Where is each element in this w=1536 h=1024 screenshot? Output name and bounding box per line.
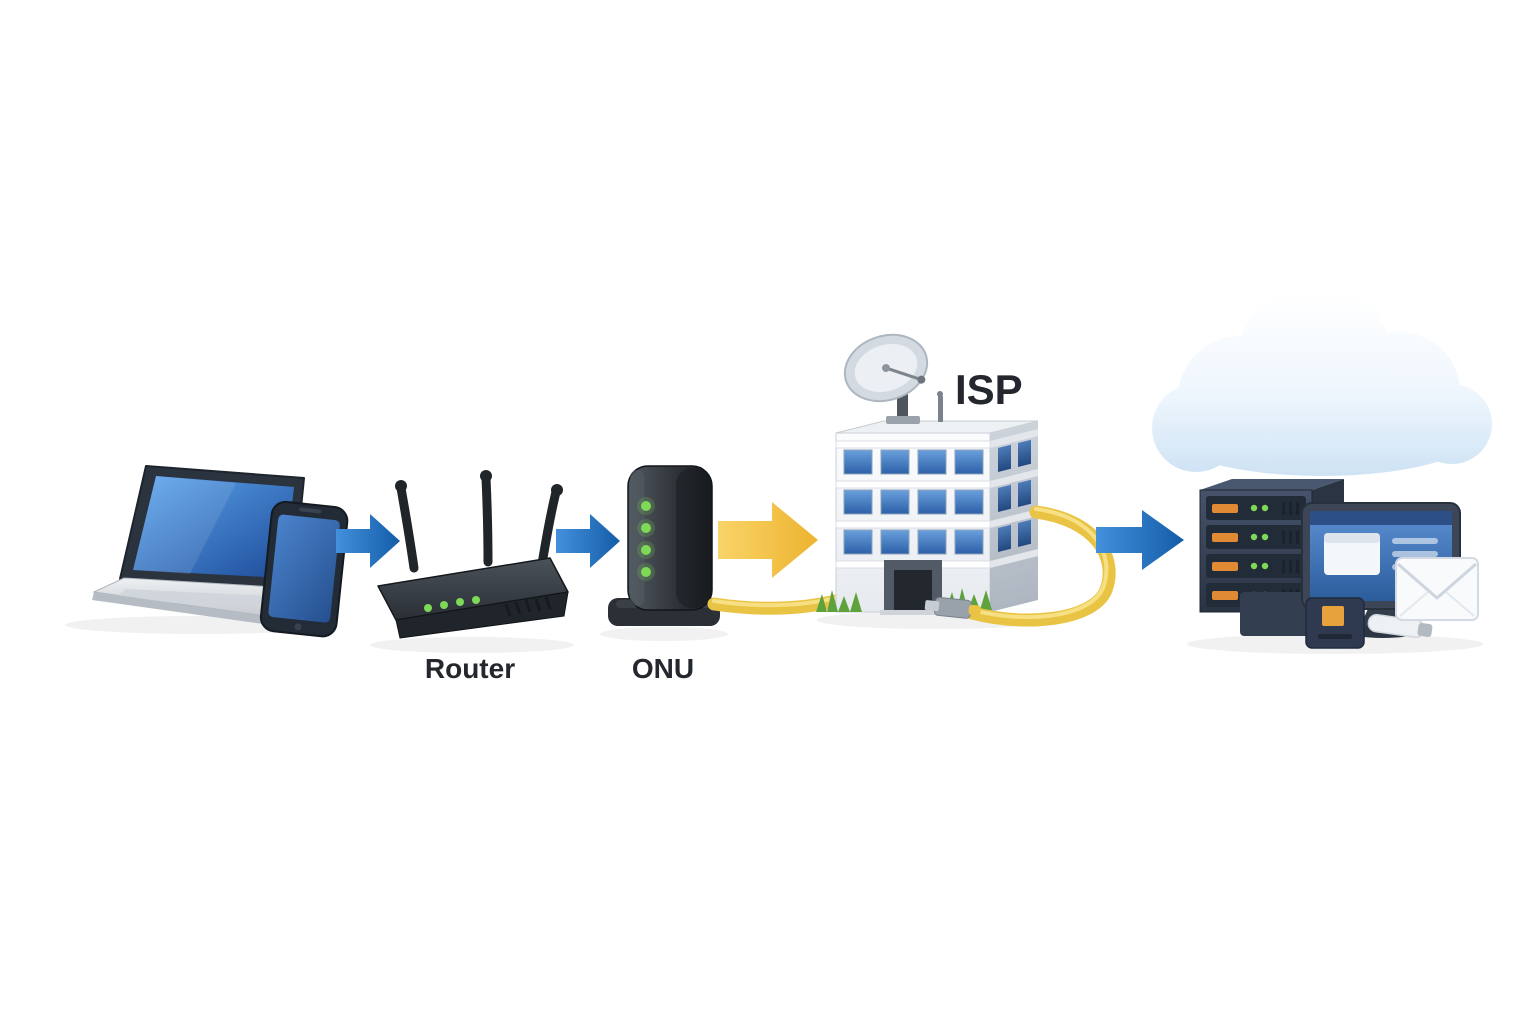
phone-home-button <box>294 623 302 631</box>
onu-modem-icon <box>608 465 720 626</box>
storage-cube-icon <box>1305 597 1365 649</box>
arrow-onu-to-isp <box>718 502 818 578</box>
router-led <box>424 604 432 612</box>
rack-lower-unit <box>1240 592 1312 636</box>
arrow-router-to-onu <box>556 514 620 568</box>
router-front-face <box>395 591 569 639</box>
onu-group <box>600 465 728 641</box>
rack-top <box>1200 479 1344 490</box>
laptop-screen <box>133 476 294 578</box>
fiber-cable-loop <box>924 505 1116 627</box>
satellite-dish-icon <box>843 333 929 424</box>
client-devices-group <box>65 465 349 638</box>
laptop-screen-sheen <box>133 476 236 574</box>
internet-cloud-icon <box>1152 284 1492 476</box>
onu-shadow <box>600 627 728 641</box>
mail-envelope-icon <box>1395 557 1479 621</box>
arrow-devices-to-router <box>336 514 400 568</box>
laptop-icon <box>92 465 305 624</box>
onu-label: ONU <box>632 653 694 684</box>
monitor-window <box>1324 533 1380 575</box>
fiber-cable-left <box>707 591 855 615</box>
onu-body-side <box>676 468 710 608</box>
fiber-plug-icon <box>924 596 981 619</box>
phone-speaker <box>299 507 322 514</box>
isp-label: ISP <box>955 366 1023 413</box>
rack-bays <box>1206 496 1306 607</box>
router-led <box>440 601 448 609</box>
onu-leds <box>637 497 655 581</box>
smartphone-icon <box>259 500 349 638</box>
router-shadow <box>370 637 574 653</box>
router-label: Router <box>425 653 515 684</box>
building-front-windows <box>843 449 984 555</box>
internet-services-group <box>1187 479 1483 654</box>
building-side-face <box>990 421 1038 612</box>
router-vents <box>504 596 552 617</box>
onu-body-edge <box>630 470 644 606</box>
router-group <box>370 470 574 653</box>
wireless-router-icon <box>377 557 569 639</box>
laptop-front-edge <box>92 592 266 624</box>
building-side-window <box>998 484 1011 513</box>
building-side-window <box>1018 479 1031 508</box>
phone-screen <box>268 514 340 623</box>
monitor-window-header <box>1324 533 1380 543</box>
building-side-window <box>998 524 1011 553</box>
building-side-window <box>1018 439 1031 468</box>
laptop-keyboard <box>114 589 268 608</box>
building-side-window <box>1018 519 1031 548</box>
roof-antenna-icon <box>937 391 943 422</box>
isp-group <box>816 333 1053 629</box>
building-side-window <box>998 444 1011 473</box>
router-led <box>456 598 464 606</box>
router-led <box>472 596 480 604</box>
isp-building-icon <box>816 333 1039 615</box>
monitor-screen-header <box>1310 511 1452 525</box>
router-antennas <box>395 470 563 573</box>
arrow-isp-to-internet <box>1096 510 1184 570</box>
